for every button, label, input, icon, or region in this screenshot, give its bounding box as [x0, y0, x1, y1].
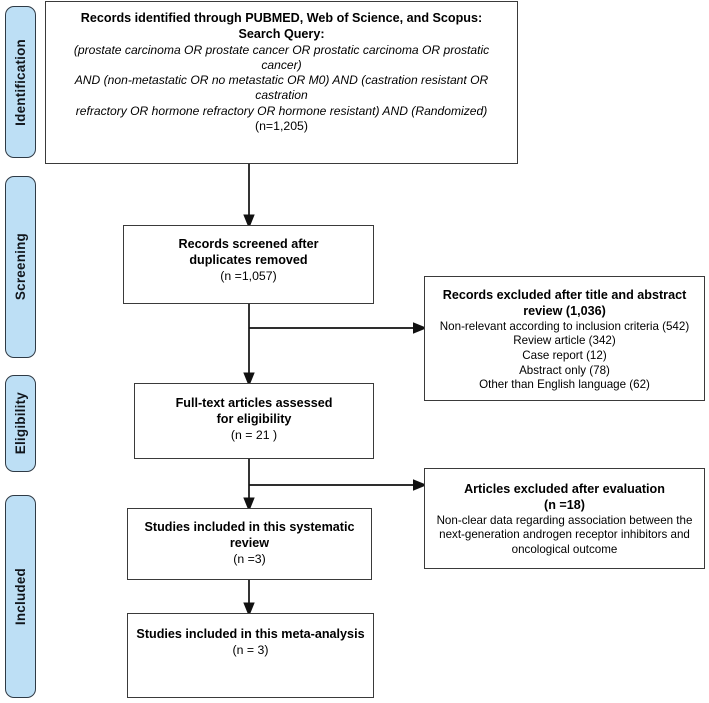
stage-pill-screening: Screening [5, 176, 36, 358]
systematic-line1: Studies included in this systematic [144, 520, 355, 534]
excluded-eval-count: (n =18) [544, 497, 585, 512]
stage-pill-included: Included [5, 495, 36, 698]
excluded-eval-reason-line2: next-generation androgen receptor inhibi… [439, 528, 690, 542]
box-records-excluded-title-abstract: Records excluded after title and abstrac… [424, 276, 705, 401]
box-articles-excluded-after-evaluation: Articles excluded after evaluation (n =1… [424, 468, 705, 569]
screened-line1: Records screened after [178, 237, 319, 251]
stage-label-screening: Screening [13, 233, 28, 301]
excluded-reason-0: Non-relevant according to inclusion crit… [439, 319, 690, 333]
screened-line2: duplicates removed [189, 252, 308, 267]
excluded-eval-reason-line1: Non-clear data regarding association bet… [436, 513, 693, 527]
excluded-heading-line2: review (1,036) [523, 303, 606, 318]
identified-query-line3: refractory OR hormone refractory OR horm… [75, 103, 488, 118]
excluded-heading-line1: Records excluded after title and abstrac… [442, 288, 687, 302]
excluded-eval-heading: Articles excluded after evaluation [464, 482, 665, 496]
excluded-reason-1: Review article (342) [513, 334, 616, 348]
stage-label-eligibility: Eligibility [13, 392, 28, 455]
systematic-line2: review [229, 535, 270, 550]
identified-count: (n=1,205) [255, 118, 308, 133]
meta-line1: Studies included in this meta-analysis [136, 627, 365, 641]
identified-query-line1: (prostate carcinoma OR prostate cancer O… [73, 42, 490, 72]
box-fulltext-articles-assessed: Full-text articles assessed for eligibil… [134, 383, 374, 459]
meta-count: (n = 3) [232, 642, 269, 657]
stage-label-included: Included [13, 567, 28, 626]
excluded-reason-2: Case report (12) [522, 348, 607, 362]
identified-title-line1: Records identified through PUBMED, Web o… [80, 11, 483, 25]
excluded-reason-4: Other than English language (62) [479, 378, 650, 392]
identified-title-line2: Search Query: [238, 26, 325, 41]
screened-count: (n =1,057) [220, 268, 277, 283]
fulltext-line2: for eligibility [216, 411, 292, 426]
excluded-reason-3: Abstract only (78) [519, 363, 610, 377]
box-studies-included-meta-analysis: Studies included in this meta-analysis (… [127, 613, 374, 698]
fulltext-line1: Full-text articles assessed [175, 396, 333, 410]
stage-pill-identification: Identification [5, 6, 36, 158]
box-records-screened: Records screened after duplicates remove… [123, 225, 374, 304]
systematic-count: (n =3) [233, 551, 266, 566]
box-studies-included-systematic-review: Studies included in this systematic revi… [127, 508, 372, 580]
identified-query-line2: AND (non-metastatic OR no metastatic OR … [74, 73, 489, 103]
fulltext-count: (n = 21 ) [230, 427, 278, 442]
stage-label-identification: Identification [13, 38, 28, 126]
box-records-identified: Records identified through PUBMED, Web o… [45, 1, 518, 164]
stage-pill-eligibility: Eligibility [5, 375, 36, 472]
excluded-eval-reason-line3: oncological outcome [511, 542, 618, 556]
